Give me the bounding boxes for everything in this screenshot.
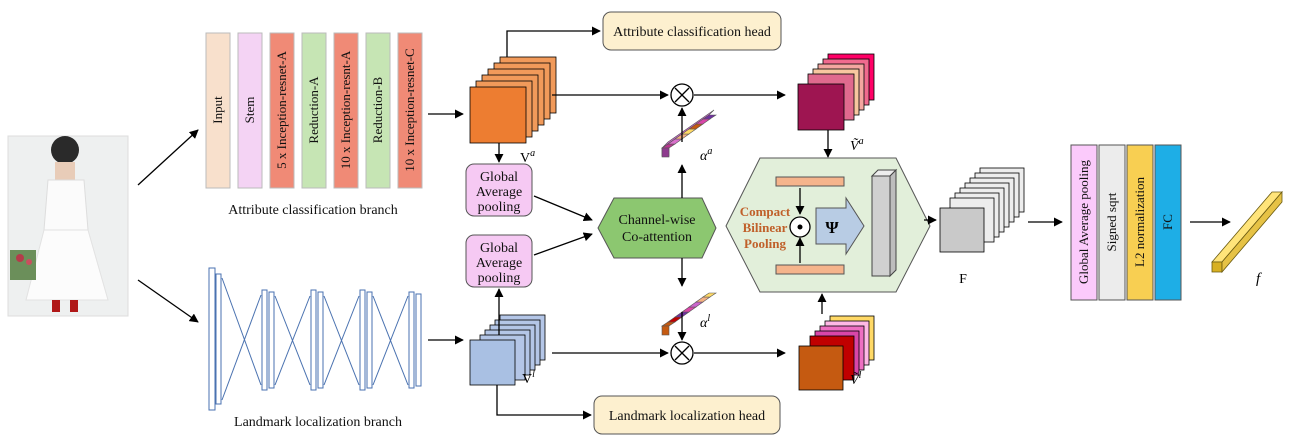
pool-box-top: Global Average pooling	[465, 163, 533, 217]
cbp-block: Ψ Compact Bilinear Pooling	[725, 157, 931, 293]
block-inception-a-label: 5 x Inception-resnet-A	[274, 51, 289, 169]
block-reduction-a: Reduction-A	[301, 32, 327, 189]
otimes-bottom	[670, 341, 694, 365]
block-inception-resnt-a: 10 x Inception-resnt-A	[333, 32, 359, 189]
cbp-line1: Compact	[740, 204, 791, 219]
alpha-a-vector	[661, 109, 717, 158]
final-l2-label: L2 normalization	[1132, 177, 1147, 267]
final-sqrt-label: Signed sqrt	[1104, 192, 1119, 251]
alpha-a-label: αa	[700, 146, 712, 164]
block-reduction-b: Reduction-B	[365, 32, 391, 189]
block-reduction-b-label: Reduction-B	[370, 76, 385, 143]
pool-bottom-line1: Global	[480, 241, 518, 256]
otimes-top	[670, 83, 694, 107]
block-inception-a: 5 x Inception-resnet-A	[269, 32, 295, 189]
final-fc-label: FC	[1160, 214, 1175, 230]
attribute-head-box: Attribute classification head	[602, 11, 782, 51]
va-label: Va	[520, 148, 535, 166]
cbp-line3: Pooling	[744, 236, 786, 251]
pool-bottom-line2: Average	[476, 256, 522, 271]
block-input: Input	[205, 32, 231, 189]
pool-bottom-line3: pooling	[478, 271, 521, 286]
landmark-head-box: Landmark localization head	[593, 395, 781, 435]
block-stem: Stem	[237, 32, 263, 189]
coattention-block: Channel-wise Co-attention	[597, 197, 717, 259]
feature-stack-vta	[797, 53, 875, 131]
coattn-line2: Co-attention	[622, 230, 692, 245]
cbp-line2: Bilinear	[743, 220, 788, 235]
final-gap-label: Global Average pooling	[1076, 160, 1091, 284]
arrow-vl-to-landmark-head	[496, 385, 592, 420]
f-label: F	[959, 272, 967, 287]
block-input-label: Input	[210, 96, 225, 124]
block-reduction-a-label: Reduction-A	[306, 76, 321, 144]
output-f-label: f	[1256, 271, 1262, 287]
alpha-l-label: αl	[700, 313, 710, 331]
arrow-pool-bottom-to-coattn	[533, 232, 593, 256]
final-l2: L2 normalization	[1126, 144, 1154, 301]
pool-top-line1: Global	[480, 170, 518, 185]
vtl-label: Ṽl	[850, 370, 862, 388]
arrow-photo-to-landmark	[137, 279, 199, 323]
feature-stack-vtl	[798, 315, 875, 391]
final-blocks: Global Average pooling Signed sqrt L2 no…	[1070, 144, 1182, 301]
block-stem-label: Stem	[242, 97, 257, 124]
input-photo	[7, 135, 129, 317]
psi-symbol: Ψ	[825, 218, 839, 237]
block-inception-resnt-a-label: 10 x Inception-resnt-A	[338, 50, 353, 169]
coattn-line1: Channel-wise	[619, 213, 696, 228]
landmark-head-label: Landmark localization head	[609, 409, 765, 424]
pool-top-line3: pooling	[478, 200, 521, 215]
feature-stack-f	[939, 167, 1025, 253]
arrow-photo-to-attr	[137, 129, 199, 186]
attribute-branch-caption: Attribute classification branch	[228, 203, 398, 218]
landmark-branch-caption: Landmark localization branch	[234, 415, 402, 430]
arrow-pool-top-to-coattn	[533, 195, 593, 222]
attribute-backbone: Input Stem 5 x Inception-resnet-A Reduct…	[205, 32, 423, 189]
final-fc: FC	[1154, 144, 1182, 301]
final-sqrt: Signed sqrt	[1098, 144, 1126, 301]
arrow-va-to-attr-head	[506, 26, 601, 57]
pool-box-bottom: Global Average pooling	[465, 234, 533, 288]
attribute-head-label: Attribute classification head	[613, 25, 771, 40]
landmark-backbone	[208, 267, 422, 411]
pool-top-line2: Average	[476, 185, 522, 200]
block-inception-c: 10 x Inception-resnet-C	[397, 32, 423, 189]
vta-label: Ṽa	[850, 136, 864, 154]
vl-label: Vl	[522, 369, 535, 387]
block-inception-c-label: 10 x Inception-resnet-C	[402, 48, 417, 171]
final-gap: Global Average pooling	[1070, 144, 1098, 301]
feature-stack-vl	[469, 314, 546, 386]
feature-stack-va	[469, 56, 557, 144]
output-vector	[1211, 190, 1283, 274]
